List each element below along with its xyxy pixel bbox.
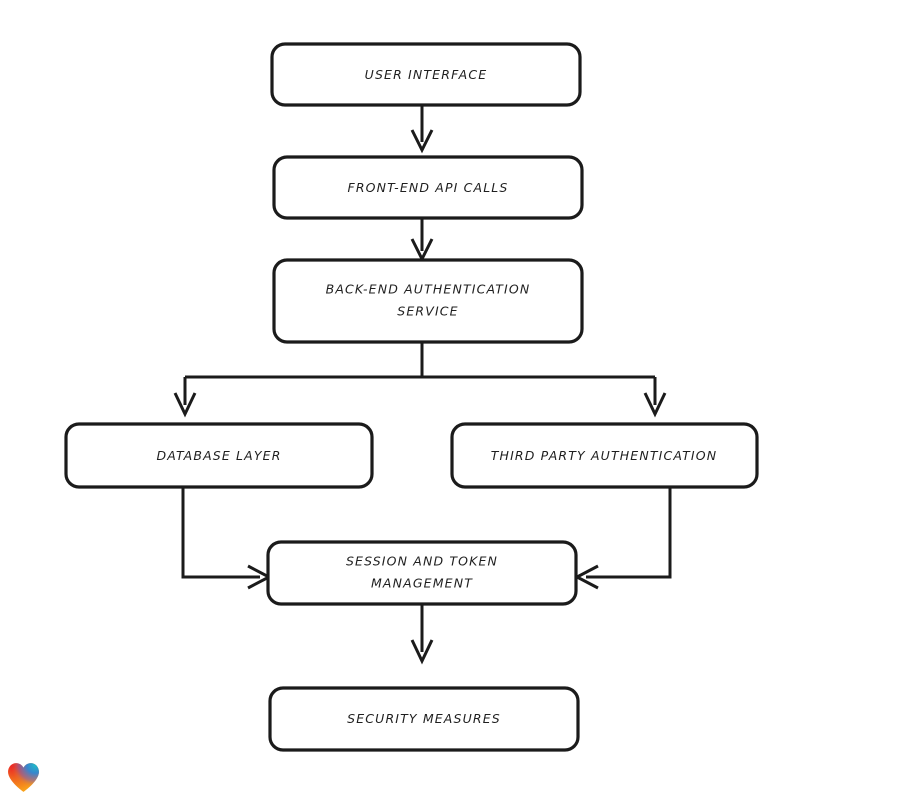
node-back-end-auth-service[interactable]: BACK-END AUTHENTICATION SERVICE bbox=[272, 258, 584, 344]
edge-database-layer-to-session-token bbox=[181, 487, 273, 590]
node-third-party-auth-shape[interactable] bbox=[450, 422, 759, 489]
node-session-token-management-label-line1: SESSION AND TOKEN bbox=[346, 554, 498, 569]
node-back-end-auth-service-label-line1: BACK-END AUTHENTICATION bbox=[326, 282, 531, 297]
node-database-layer-shape[interactable] bbox=[64, 422, 374, 489]
node-session-token-management-label-line2: MANAGEMENT bbox=[371, 576, 473, 591]
node-third-party-auth-label: THIRD PARTY AUTHENTICATION bbox=[491, 448, 718, 463]
node-user-interface-shape[interactable] bbox=[270, 42, 582, 107]
node-security-measures-shape[interactable] bbox=[268, 686, 580, 752]
node-front-end-api-calls-shape[interactable] bbox=[272, 155, 584, 220]
edge-back-end-auth-fork bbox=[173, 342, 667, 418]
node-security-measures[interactable]: SECURITY MEASURES bbox=[268, 686, 580, 752]
edge-session-token-to-security-measures bbox=[410, 604, 434, 665]
node-front-end-api-calls[interactable]: FRONT-END API CALLS bbox=[272, 155, 584, 220]
edge-user-interface-to-front-end-api bbox=[410, 105, 434, 154]
node-user-interface-label: USER INTERFACE bbox=[365, 67, 488, 82]
node-third-party-auth[interactable]: THIRD PARTY AUTHENTICATION bbox=[450, 422, 759, 489]
node-back-end-auth-service-label-line2: SERVICE bbox=[397, 304, 458, 319]
node-security-measures-label: SECURITY MEASURES bbox=[347, 711, 501, 726]
edge-third-party-auth-to-session-token bbox=[573, 487, 672, 590]
heart-logo-icon bbox=[8, 763, 39, 792]
node-database-layer[interactable]: DATABASE LAYER bbox=[64, 422, 374, 489]
edge-front-end-api-to-back-end-auth bbox=[410, 218, 434, 263]
node-back-end-auth-service-shape[interactable] bbox=[272, 258, 584, 344]
heart-logo-overlay bbox=[8, 763, 39, 792]
node-session-token-management[interactable]: SESSION AND TOKEN MANAGEMENT bbox=[266, 540, 578, 606]
node-session-token-management-shape[interactable] bbox=[266, 540, 578, 606]
node-front-end-api-calls-label: FRONT-END API CALLS bbox=[347, 180, 508, 195]
node-user-interface[interactable]: USER INTERFACE bbox=[270, 42, 582, 107]
node-database-layer-label: DATABASE LAYER bbox=[156, 448, 281, 463]
